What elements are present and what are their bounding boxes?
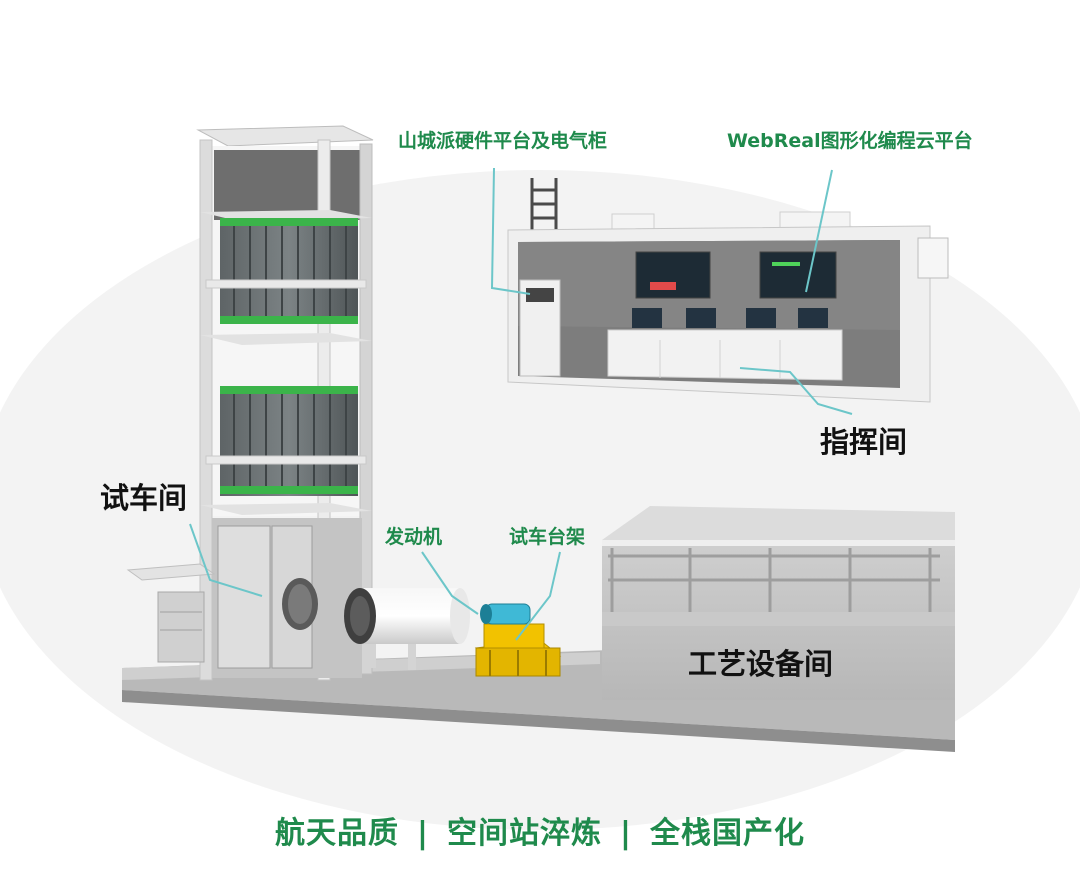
tagline-separator: | — [620, 816, 632, 851]
label-test-cell: 试车间 — [100, 481, 188, 515]
label-process-room: 工艺设备间 — [688, 647, 834, 681]
test-cell-tower — [126, 125, 374, 681]
battery-rack-upper — [205, 218, 367, 324]
tagline: 航天品质 | 空间站淬炼 | 全栈国产化 — [0, 808, 1080, 852]
leader-lines — [189, 167, 853, 641]
test-stand — [474, 603, 562, 677]
command-room — [507, 178, 949, 403]
tagline-part-2: 空间站淬炼 — [447, 816, 602, 851]
process-room — [602, 506, 955, 700]
label-command-room: 指挥间 — [820, 425, 908, 459]
roof-ladder — [530, 178, 558, 230]
battery-rack-lower — [205, 386, 367, 496]
label-engine: 发动机 — [385, 526, 443, 548]
label-hardware-cabinet: 山城派硬件平台及电气柜 — [398, 130, 608, 152]
tagline-part-1: 航天品质 — [275, 816, 400, 851]
engine-pipe — [344, 588, 470, 670]
label-test-stand: 试车台架 — [509, 526, 586, 548]
tagline-part-3: 全栈国产化 — [649, 816, 805, 851]
label-webreal-platform: WebReal图形化编程云平台 — [727, 130, 973, 152]
tagline-separator: | — [417, 816, 429, 851]
railing — [608, 548, 940, 612]
